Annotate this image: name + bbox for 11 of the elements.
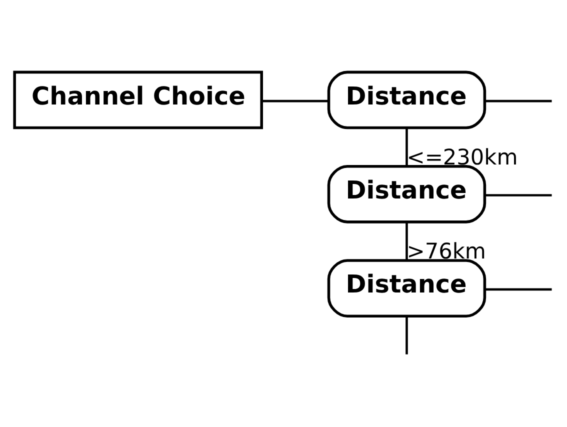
connector	[406, 128, 408, 166]
connector	[484, 99, 552, 102]
connector	[406, 316, 408, 354]
node-box: Distance	[327, 258, 486, 317]
connector	[262, 99, 328, 102]
connector	[484, 194, 552, 196]
connector	[406, 222, 408, 260]
node-box: Distance	[327, 70, 486, 129]
node-box: Distance	[327, 164, 486, 223]
node-box: Channel Choice	[13, 70, 263, 129]
connector	[484, 288, 552, 290]
